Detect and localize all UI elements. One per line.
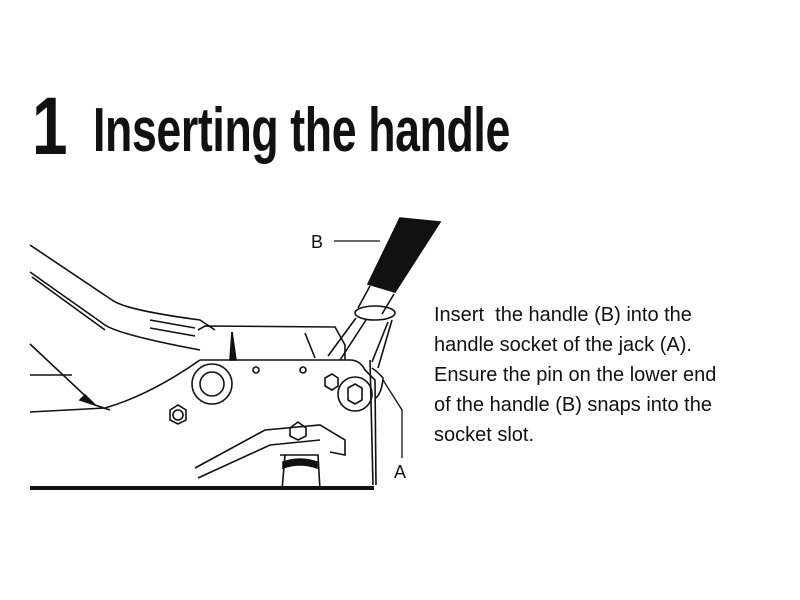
instruction-line: Insert the handle (B) into the xyxy=(434,304,692,326)
instruction-line: Ensure the pin on the lower end xyxy=(434,364,717,386)
lever-grip-lines xyxy=(149,319,196,337)
lever-arm-lower xyxy=(29,271,201,351)
nut xyxy=(169,404,187,425)
instruction-line: socket slot. xyxy=(434,424,535,446)
leader-a xyxy=(382,379,403,458)
label-b: B xyxy=(311,232,324,252)
instruction-line: of the handle (B) snaps into the xyxy=(434,394,712,416)
saddle-arm-edge xyxy=(197,439,321,479)
handle-collar xyxy=(354,305,396,321)
instruction-line: handle socket of the jack (A). xyxy=(434,334,692,356)
saddle-arm xyxy=(194,424,346,469)
step-title: Inserting the handle xyxy=(93,96,510,165)
rear-leg-shadow xyxy=(78,393,96,406)
pivot-bolt xyxy=(191,363,233,405)
rivet xyxy=(299,366,307,374)
frame-edge xyxy=(29,359,201,413)
handle-pin xyxy=(371,367,384,399)
lever-arm xyxy=(29,244,216,331)
nut-hole xyxy=(172,409,184,421)
label-a: A xyxy=(394,462,407,482)
handle-grip xyxy=(366,217,442,293)
instruction-text: Insert the handle (B) into the handle so… xyxy=(434,300,794,450)
socket-bolt-head xyxy=(347,383,363,405)
socket-bolt xyxy=(337,376,373,412)
saddle-nut xyxy=(289,421,307,441)
pivot-bolt-inner xyxy=(199,371,225,397)
side-plate-edge xyxy=(369,359,374,486)
rivet xyxy=(252,366,260,374)
nut xyxy=(324,373,339,391)
jack-top-block xyxy=(197,325,346,360)
top-block-edge xyxy=(304,332,316,359)
handle-shaft xyxy=(357,285,395,315)
rear-leg xyxy=(29,343,111,411)
saddle-post-shadow xyxy=(282,458,318,470)
lever-arm-edge xyxy=(31,276,106,331)
step-number: 1 xyxy=(32,81,68,172)
handle-socket xyxy=(327,317,393,369)
jack-side-plate xyxy=(200,359,377,486)
top-block-shadow xyxy=(229,331,237,361)
